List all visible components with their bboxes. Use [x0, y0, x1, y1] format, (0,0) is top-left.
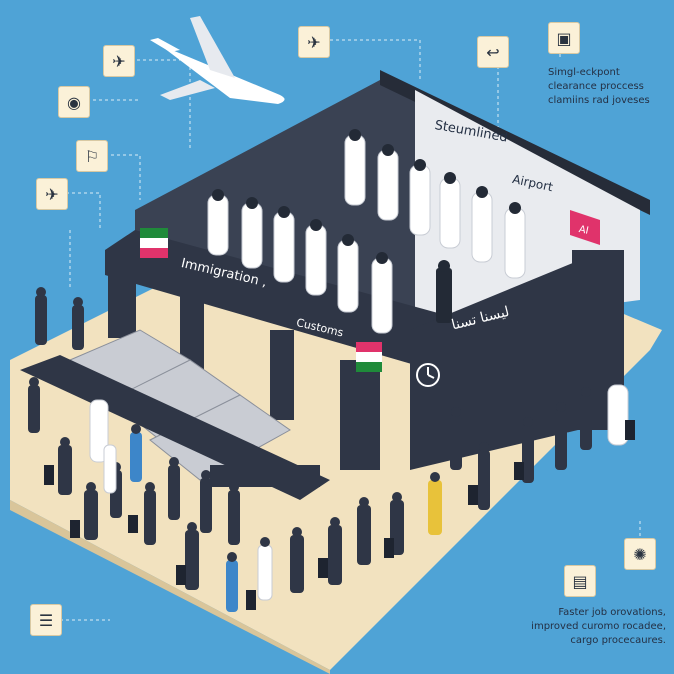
footer-caption: Faster job orovations, improved curomo r…	[470, 606, 666, 648]
plane-down-icon: ✈	[36, 178, 68, 210]
document-box-icon: ▤	[564, 565, 596, 597]
header-line-1: Simgl-eckpont	[548, 67, 620, 78]
footer-line-3: cargo procecaures.	[570, 635, 666, 646]
ai-sign	[570, 210, 600, 245]
clock-icon	[416, 363, 440, 387]
curved-arrow-icon: ↩	[477, 36, 509, 68]
camera-icon: ◉	[58, 86, 90, 118]
gear-badge-icon: ✺	[624, 538, 656, 570]
right-flag	[356, 342, 382, 372]
colored-travelers	[103, 424, 442, 612]
travelers-crowd	[28, 287, 592, 593]
receipt-icon: ☰	[30, 604, 62, 636]
airplane-graphic	[150, 16, 285, 104]
header-band	[105, 230, 500, 365]
officials-group	[89, 134, 629, 463]
header-line-3: clamiins rad joveses	[548, 95, 650, 106]
header-line-2: clearance proccess	[548, 81, 644, 92]
plane-side-icon: ✈	[298, 26, 330, 58]
passport-stamp-icon: ▣	[548, 22, 580, 54]
footer-line-2: improved curomo rocadee,	[531, 621, 666, 632]
luggage-tags-icon: ⚐	[76, 140, 108, 172]
header-caption: Simgl-eckpont clearance proccess clamiin…	[548, 66, 670, 108]
left-flag	[140, 228, 168, 258]
luggage-items	[44, 420, 635, 610]
airplane-takeoff-icon: ✈	[103, 45, 135, 77]
footer-line-1: Faster job orovations,	[558, 607, 666, 618]
